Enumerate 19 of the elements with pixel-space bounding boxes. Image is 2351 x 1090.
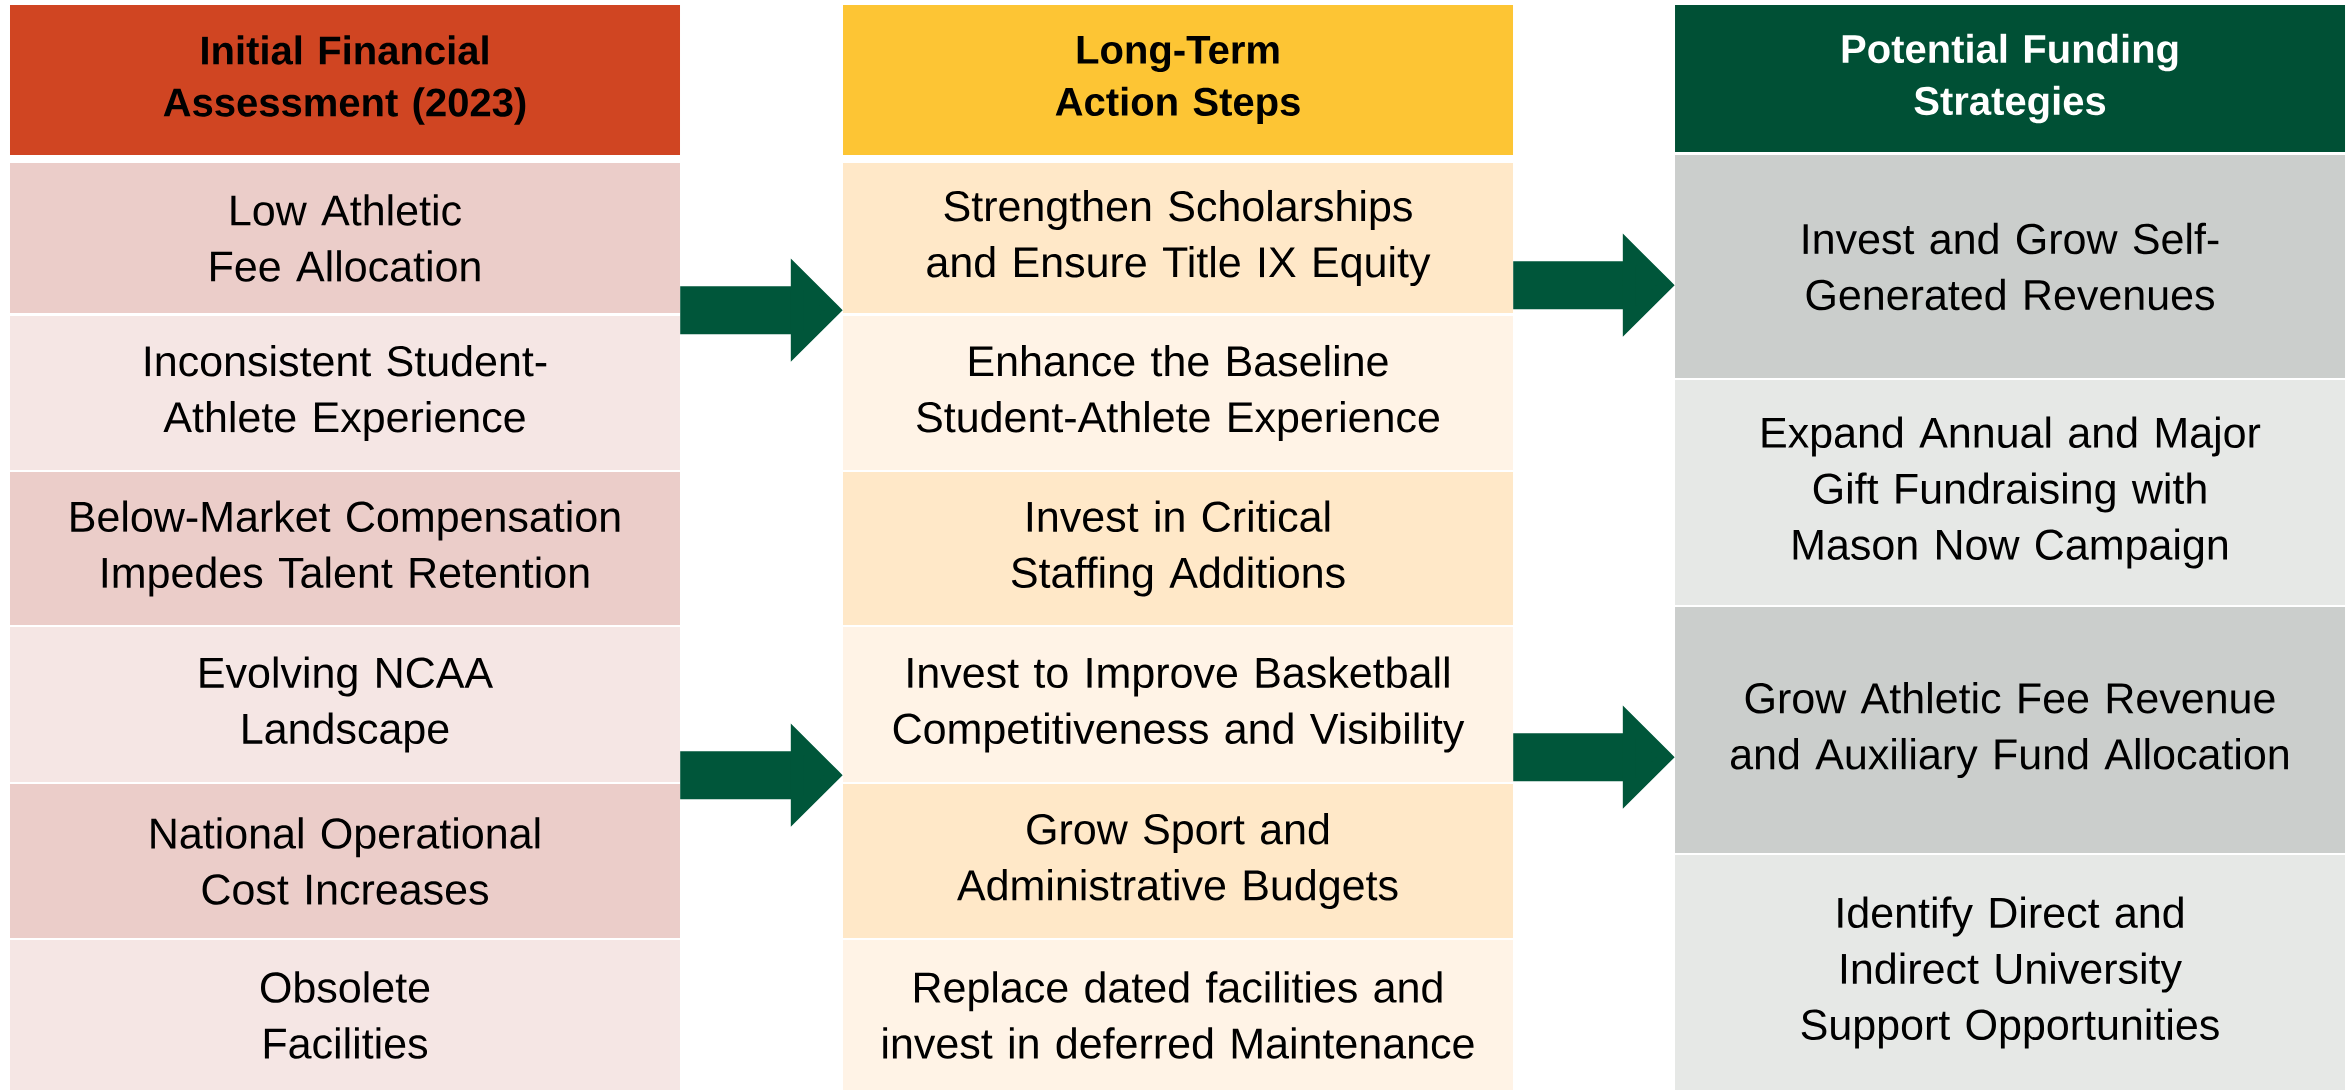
column-header: Initial Financial Assessment (2023) [10,5,680,155]
item-box: Grow Athletic Fee Revenue and Auxiliary Fund Allocation [1675,607,2346,853]
item-box: Inconsistent Student-Athlete Experience [10,316,680,470]
item-box: Invest in Critical Staffing Additions [843,472,1513,625]
item-box: Obsolete Facilities [10,940,680,1090]
item-box: Low Athletic Fee Allocation [10,163,680,313]
item-box: Invest to Improve Basketball Competitiveness and Visibility [843,627,1513,782]
item-box: National Operational Cost Increases [10,784,680,938]
item-box: Below-Market Compensation Impedes Talent Retention [10,472,680,625]
column-header: Potential Funding Strategies [1675,5,2346,152]
item-box: Grow Sport and Administrative Budgets [843,784,1513,938]
item-box: Enhance the Baseline Student-Athlete Experience [843,316,1513,470]
item-box: Strengthen Scholarships and Ensure Title IX Equity [843,163,1513,313]
item-box: Identify Direct and Indirect University Support Opportunities [1675,855,2346,1090]
item-box: Expand Annual and Major Gift Fundraising with Mason Now Campaign [1675,380,2346,605]
item-box: Replace dated facilities and invest in deferred Maintenance [843,940,1513,1090]
item-box: Invest and Grow Self-Generated Revenues [1675,155,2346,378]
column-header: Long-Term Action Steps [843,5,1513,155]
item-box: Evolving NCAA Landscape [10,627,680,782]
